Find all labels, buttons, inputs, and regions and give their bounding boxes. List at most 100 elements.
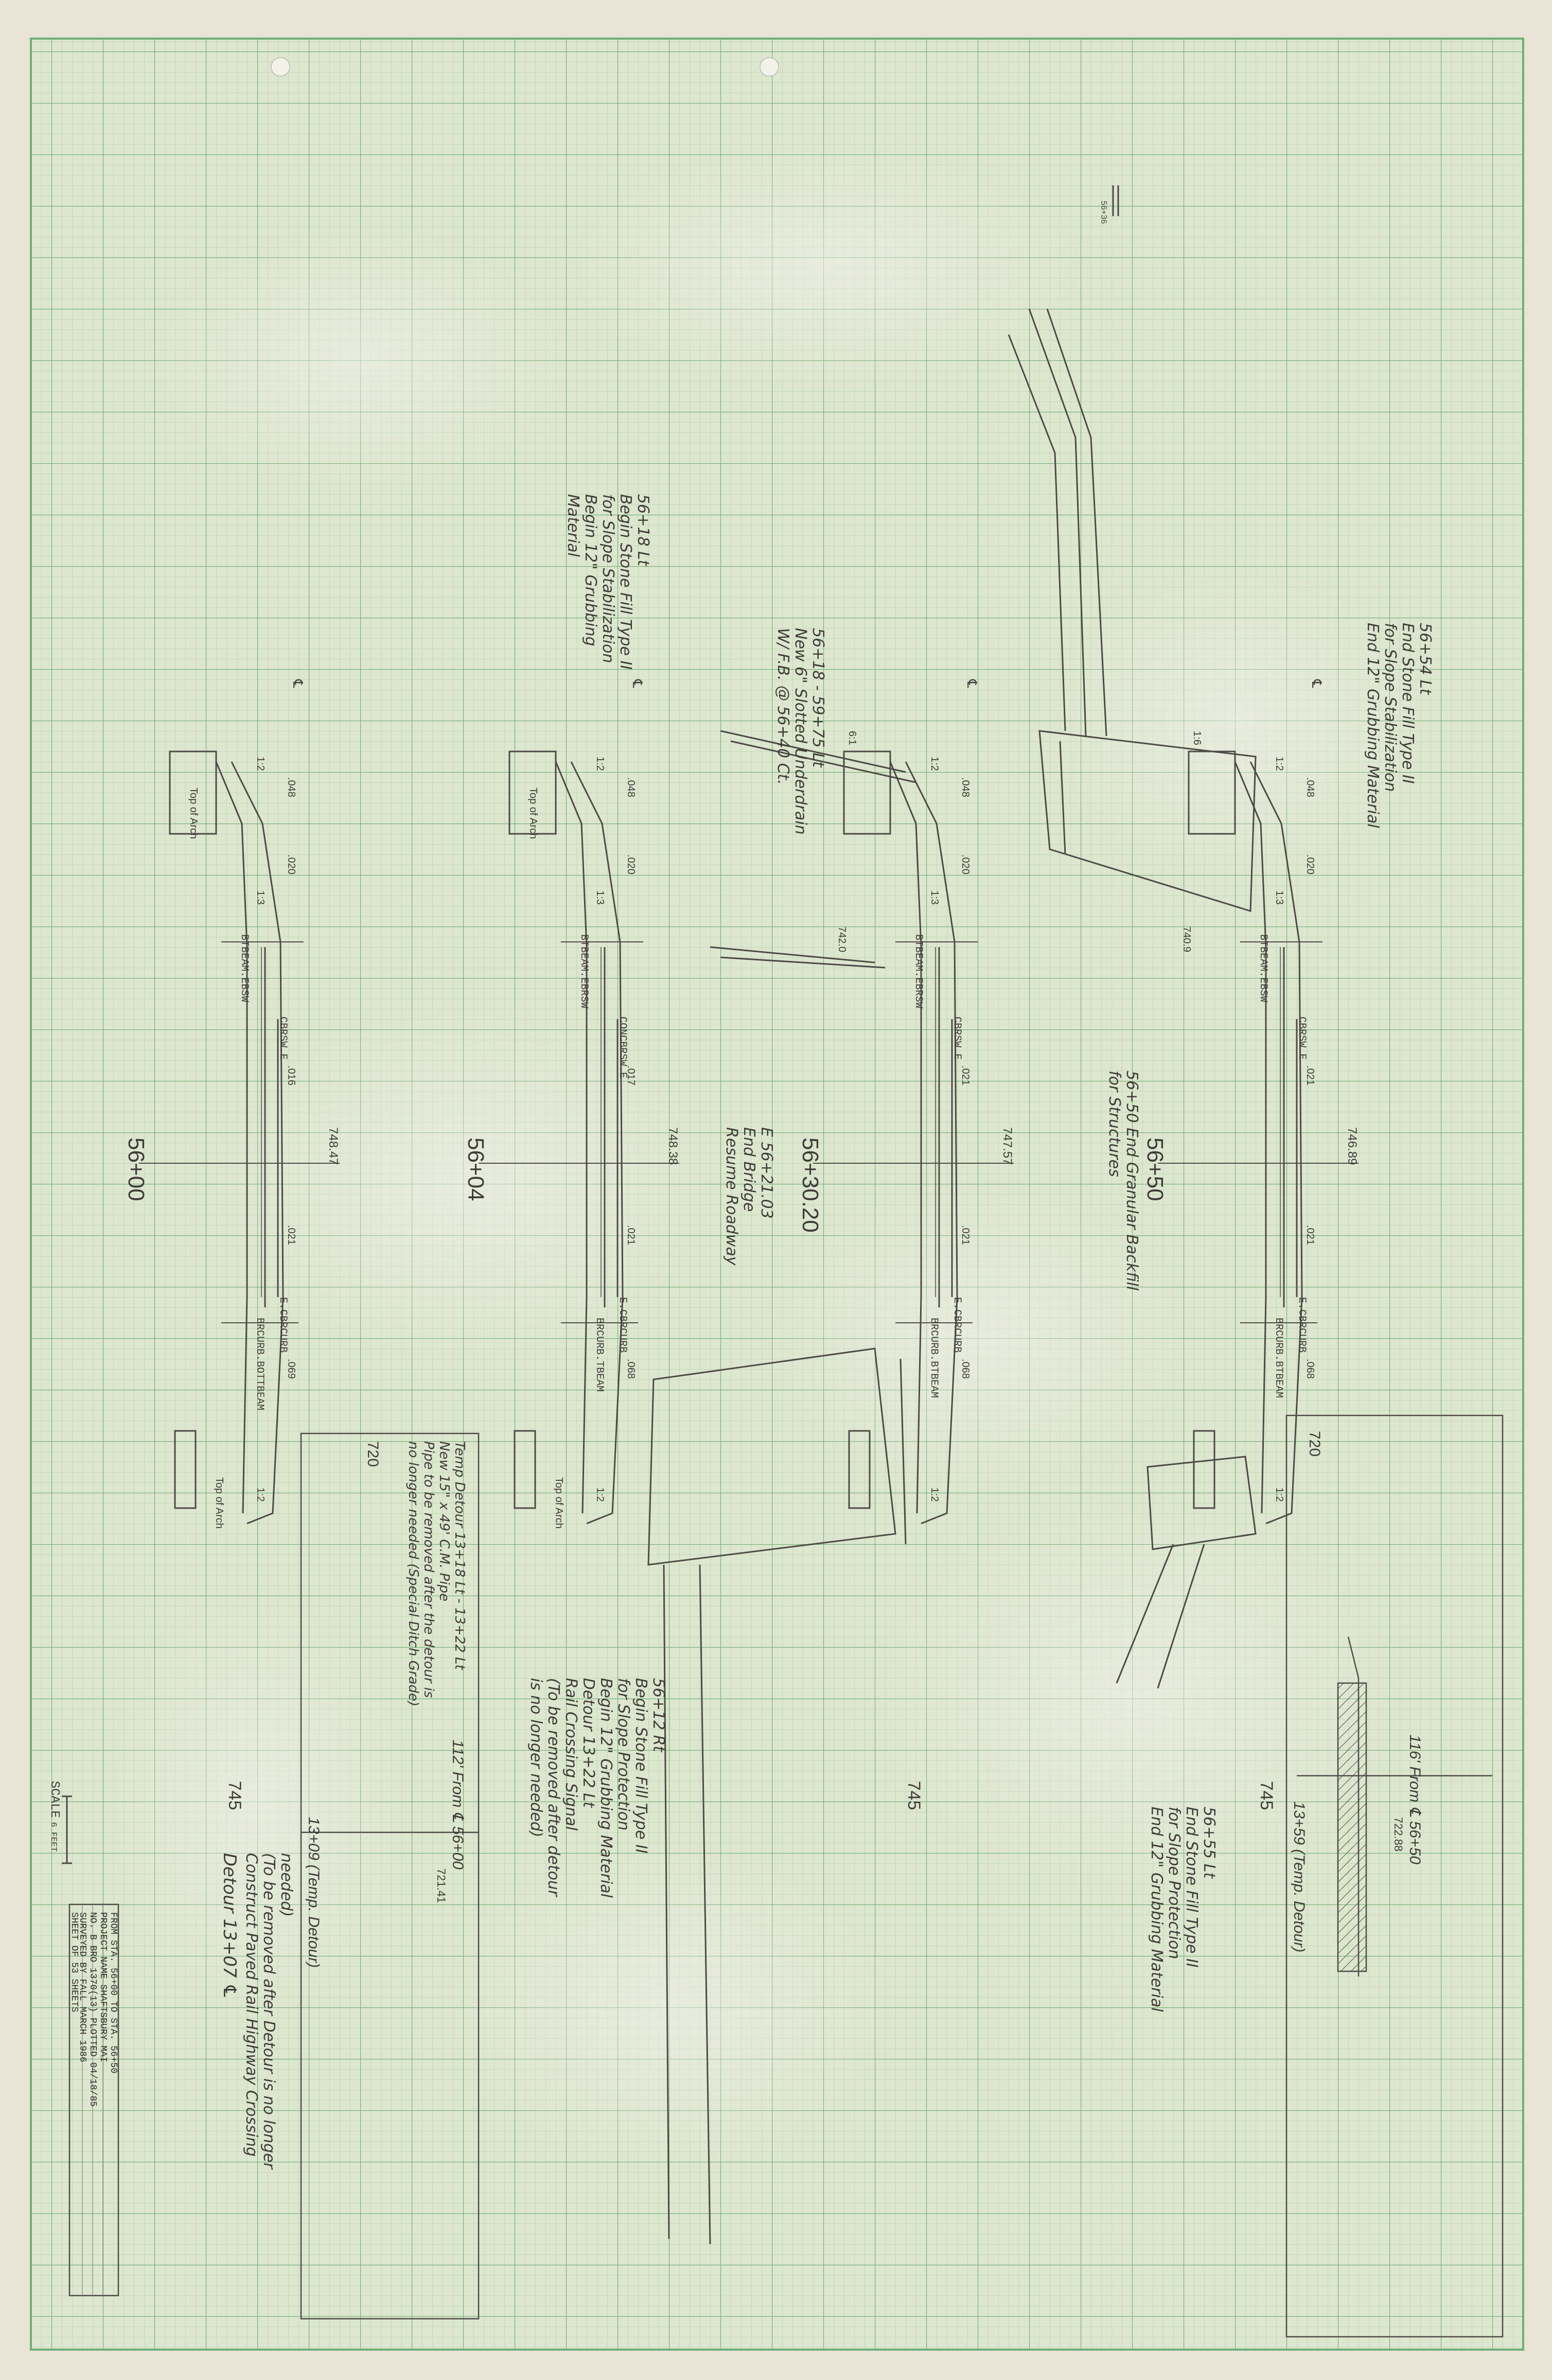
- station-callout: BTBEAM.EBSW: [1257, 934, 1269, 1002]
- side-elevation: 740.9: [1181, 926, 1192, 952]
- slope-value: .068: [625, 1359, 637, 1379]
- slope-value: .021: [625, 1225, 637, 1245]
- slope-ratio: 1:6: [1191, 731, 1203, 745]
- slope-value: .017: [625, 1065, 637, 1086]
- slope-value: .048: [286, 777, 297, 797]
- note-underdrain: 56+18 - 59+75 Lt New 6" Slotted Underdra…: [774, 628, 827, 835]
- slope-ratio: 1:2: [929, 757, 940, 771]
- slope-value: .020: [286, 854, 297, 874]
- station-callout: CBRSW.E: [951, 1017, 963, 1060]
- elevation-label: 748.47: [326, 1127, 340, 1165]
- centerline-symbol: ℄: [1309, 679, 1325, 688]
- slope-value: .021: [960, 1225, 971, 1245]
- svg-text:Begin Stone Fill Type II: Begin Stone Fill Type II: [616, 494, 634, 670]
- arch-outline-lower: [647, 1347, 1257, 2245]
- svg-text:Begin 12" Grubbing: Begin 12" Grubbing: [581, 494, 599, 646]
- arch-box-bottom: [174, 1430, 197, 1509]
- station-label: 56+04: [463, 1137, 488, 1201]
- svg-text:needed): needed): [277, 1853, 295, 1917]
- svg-text:New 6" Slotted Underdrain: New 6" Slotted Underdrain: [791, 628, 809, 835]
- roadway-profile: [905, 761, 958, 1525]
- arch-box-bottom: [514, 1430, 536, 1509]
- slope-value: .068: [960, 1359, 971, 1379]
- slope-ratio: 1:2: [1274, 1487, 1285, 1502]
- elevation-label: 746.89: [1345, 1127, 1359, 1165]
- station-callout: E.CBRCURB: [277, 1297, 289, 1353]
- slope-ratio: 1:3: [255, 890, 266, 905]
- station-callout: E.CBRCURB: [1296, 1297, 1308, 1353]
- slope-ratio: 1:3: [594, 890, 606, 905]
- svg-text:End Bridge: End Bridge: [740, 1127, 758, 1212]
- section-56+50: [1158, 750, 1359, 1525]
- embankment-line: [889, 761, 922, 1514]
- svg-text:for Slope Stabilization: for Slope Stabilization: [1381, 623, 1399, 792]
- station-tick: 56+36: [1099, 185, 1119, 224]
- title-block: FROM STA. 56+00 TO STA. 56+50 PROJECT NA…: [68, 1903, 119, 2297]
- title-surveyed: SURVEYED BY FALL MARCH 1986: [77, 1912, 87, 2062]
- svg-text:End 12" Grubbing Material: End 12" Grubbing Material: [1148, 1807, 1166, 2012]
- note-begin-stone-fill-12: 56+12 Rt Begin Stone Fill Type II for Sl…: [527, 1678, 667, 1898]
- detour-left-elev: 721.41: [435, 1868, 448, 1903]
- arch-box-top: [843, 750, 891, 835]
- station-label: 56+50: [1142, 1137, 1168, 1201]
- detour-left-station: 13+09 (Temp. Detour): [305, 1817, 322, 1968]
- svg-text:Material: Material: [564, 494, 582, 557]
- svg-text:Detour 13+07 ℄: Detour 13+07 ℄: [219, 1853, 240, 1999]
- section-56+00: [139, 750, 340, 1525]
- mid-elev: 745: [904, 1781, 924, 1810]
- slope-value: .068: [1304, 1359, 1316, 1379]
- slope-value: .021: [286, 1225, 297, 1245]
- detour-right-elev: 722.88: [1392, 1817, 1405, 1851]
- station-callout: E.CBRCURB: [616, 1297, 628, 1353]
- slope-value: .021: [1304, 1225, 1316, 1245]
- detour-panel-left: [300, 1432, 480, 2320]
- station-callout: CBRSW.E: [1296, 1017, 1308, 1060]
- svg-text:Detour 13+22 Lt: Detour 13+22 Lt: [579, 1678, 597, 1808]
- svg-text:Resume Roadway: Resume Roadway: [722, 1127, 740, 1266]
- roadway-profile: [231, 761, 284, 1525]
- slope-ratio: 1:2: [255, 1487, 266, 1502]
- svg-text:Rail Crossing Signal: Rail Crossing Signal: [562, 1678, 580, 1831]
- svg-text:End Stone Fill Type II: End Stone Fill Type II: [1399, 623, 1417, 784]
- svg-text:is no longer needed): is no longer needed): [527, 1678, 545, 1837]
- svg-text:Construct Paved Rail Highway C: Construct Paved Rail Highway Crossing: [242, 1853, 260, 2157]
- slope-value: .021: [1304, 1065, 1316, 1086]
- detour-right-bottom-elev: 745: [1257, 1781, 1276, 1810]
- station-callout: CONCBRSW.E: [616, 1017, 628, 1078]
- side-elevation: 742.0: [836, 926, 848, 952]
- svg-text:Begin 12" Grubbing Material: Begin 12" Grubbing Material: [597, 1678, 615, 1898]
- note-granular-backfill: 56+50 End Granular Backfill for Structur…: [1105, 1071, 1141, 1291]
- note-temp-detour-pipe: Temp Detour 13+18 Lt - 13+22 Lt New 15" …: [405, 1441, 467, 1706]
- slope-value: .069: [286, 1359, 297, 1379]
- detour-right-station: 13+59 (Temp. Detour): [1291, 1801, 1308, 1952]
- slope-value: .021: [960, 1065, 971, 1086]
- title-from-to: FROM STA. 56+00 TO STA. 56+50: [108, 1912, 118, 2073]
- svg-text:New 15" x 49' C.M. Pipe: New 15" x 49' C.M. Pipe: [436, 1441, 452, 1601]
- svg-text:for Structures: for Structures: [1105, 1071, 1123, 1177]
- slope-ratio: 1:2: [594, 757, 606, 771]
- slope-ratio: 6:1: [846, 731, 858, 745]
- note-begin-stone-fill-18: 56+18 Lt Begin Stone Fill Type II for Sl…: [564, 494, 652, 670]
- centerline-symbol: ℄: [630, 679, 645, 688]
- roadway-profile: [570, 761, 624, 1525]
- centerline-symbol: ℄: [290, 679, 306, 688]
- svg-text:56+12 Rt: 56+12 Rt: [649, 1678, 667, 1753]
- slope-value: .048: [625, 777, 637, 797]
- detour-left-bottom-elev: 745: [225, 1781, 244, 1810]
- station-callout: E.CBRCURB: [951, 1297, 963, 1353]
- embankment-line: [215, 761, 248, 1514]
- note-end-stone-fill-55: 56+55 Lt End Stone Fill Type II for Slop…: [1148, 1807, 1218, 2012]
- arch-label-top: Top of Arch: [527, 787, 539, 839]
- station-callout: BTBEAM.EBRSW: [578, 934, 590, 1008]
- station-callout: CBRSW.E: [277, 1017, 289, 1060]
- slope-value: .020: [1304, 854, 1316, 874]
- section-56+30.20: [813, 750, 1014, 1525]
- detour-left-offset: 112' From ℄ 56+00: [449, 1740, 466, 1869]
- scale-bar: SCALE 6 FEET: [47, 1781, 72, 1864]
- slope-value: .048: [960, 777, 971, 797]
- note-end-bridge: E 56+21.03 End Bridge Resume Roadway: [722, 1127, 775, 1266]
- slope-value: .020: [960, 854, 971, 874]
- detour-left-top-elev: 720: [364, 1441, 381, 1467]
